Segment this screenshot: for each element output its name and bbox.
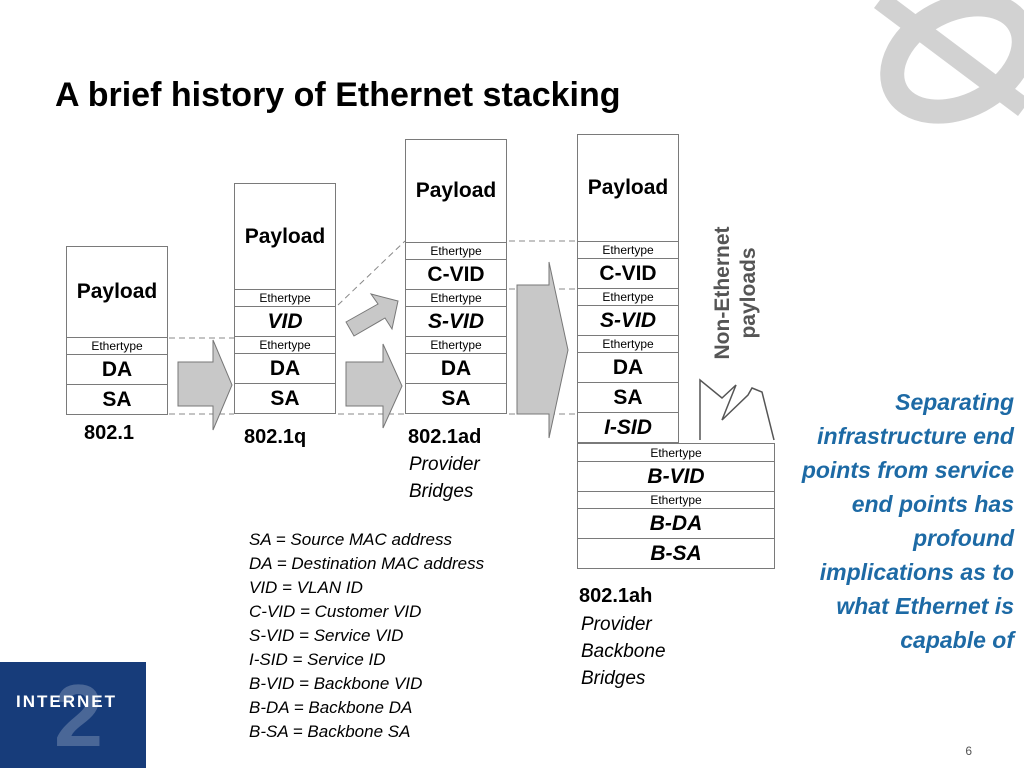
corner-swirl-icon: [874, 0, 1024, 124]
payload-cell: Payload: [577, 134, 679, 242]
legend-item: B-DA = Backbone DA: [249, 698, 413, 717]
side-note: Separating infrastructure end points fro…: [801, 389, 1014, 653]
da-cell: DA: [577, 353, 679, 383]
ethertype-cell: Ethertype: [405, 337, 507, 354]
non-ethernet-bracket: [699, 378, 775, 441]
subtitle-line: Provider: [409, 454, 480, 475]
sa-cell: SA: [234, 384, 336, 414]
legend-item: I-SID = Service ID: [249, 650, 386, 669]
subtitle-line: Bridges: [581, 668, 646, 689]
da-cell: DA: [234, 354, 336, 384]
s-vid-cell: S-VID: [577, 306, 679, 336]
c-vid-cell: C-VID: [577, 259, 679, 289]
ethertype-cell: Ethertype: [405, 243, 507, 260]
non-ethernet-line: Non-Ethernet: [711, 226, 734, 360]
s-vid-cell: S-VID: [405, 307, 507, 337]
legend-item: S-VID = Service VID: [249, 626, 404, 645]
ethertype-cell: Ethertype: [577, 443, 775, 462]
legend-item: SA = Source MAC address: [249, 530, 452, 549]
ethertype-cell: Ethertype: [577, 289, 679, 306]
arrow-up-right-icon: [345, 293, 399, 337]
ethertype-cell: Ethertype: [577, 242, 679, 259]
stack-caption-802-1ah: 802.1ah: [579, 585, 653, 607]
stack-802-1ah: Payload Ethertype C-VID Ethertype S-VID …: [577, 134, 679, 443]
stack-caption-802-1: 802.1: [84, 422, 135, 444]
arrow-right-icon: [177, 339, 233, 431]
subtitle-line: Bridges: [409, 481, 474, 502]
non-ethernet-line: payloads: [737, 247, 760, 339]
non-ethernet-label: Non-Ethernet payloads: [696, 208, 776, 378]
logo-mark: 2: [54, 666, 103, 765]
stack-caption-802-1q: 802.1q: [244, 426, 307, 448]
backbone-header: Ethertype B-VID Ethertype B-DA B-SA: [577, 443, 775, 569]
b-da-cell: B-DA: [577, 509, 775, 539]
ethertype-cell: Ethertype: [66, 338, 168, 355]
b-vid-cell: B-VID: [577, 462, 775, 492]
ethertype-cell: Ethertype: [234, 337, 336, 354]
arrow-right-icon: [345, 343, 403, 429]
b-sa-cell: B-SA: [577, 539, 775, 569]
ethertype-cell: Ethertype: [234, 290, 336, 307]
stack-802-1q: Payload Ethertype VID Ethertype DA SA: [234, 183, 336, 414]
stack-subtitle-802-1ad: Provider Bridges: [409, 451, 480, 505]
sa-cell: SA: [577, 383, 679, 413]
c-vid-cell: C-VID: [405, 260, 507, 290]
payload-cell: Payload: [66, 246, 168, 338]
da-cell: DA: [405, 354, 507, 384]
logo-text: INTERNET: [16, 692, 117, 711]
sa-cell: SA: [405, 384, 507, 414]
legend-item: VID = VLAN ID: [249, 578, 363, 597]
legend-item: DA = Destination MAC address: [249, 554, 485, 573]
legend-item: C-VID = Customer VID: [249, 602, 422, 621]
stack-subtitle-802-1ah: Provider Backbone Bridges: [581, 611, 666, 692]
stack-802-1: Payload Ethertype DA SA: [66, 246, 168, 415]
ethertype-cell: Ethertype: [577, 492, 775, 509]
payload-cell: Payload: [234, 183, 336, 290]
vid-cell: VID: [234, 307, 336, 337]
stack-caption-802-1ad: 802.1ad: [408, 426, 482, 448]
arrow-right-icon: [516, 261, 569, 439]
payload-cell: Payload: [405, 139, 507, 243]
ethertype-cell: Ethertype: [405, 290, 507, 307]
page-number: 6: [965, 744, 972, 758]
ethertype-cell: Ethertype: [577, 336, 679, 353]
subtitle-line: Provider: [581, 614, 652, 635]
abbreviation-legend: SA = Source MAC address DA = Destination…: [249, 528, 484, 744]
sa-cell: SA: [66, 385, 168, 415]
subtitle-line: Backbone: [581, 641, 666, 662]
legend-item: B-SA = Backbone SA: [249, 722, 411, 741]
stack-802-1ad: Payload Ethertype C-VID Ethertype S-VID …: [405, 139, 507, 414]
legend-item: B-VID = Backbone VID: [249, 674, 423, 693]
i-sid-cell: I-SID: [577, 413, 679, 443]
da-cell: DA: [66, 355, 168, 385]
transition-arrows: [177, 261, 569, 439]
internet2-logo: 2 INTERNET: [0, 662, 146, 768]
page-title: A brief history of Ethernet stacking: [55, 76, 621, 114]
